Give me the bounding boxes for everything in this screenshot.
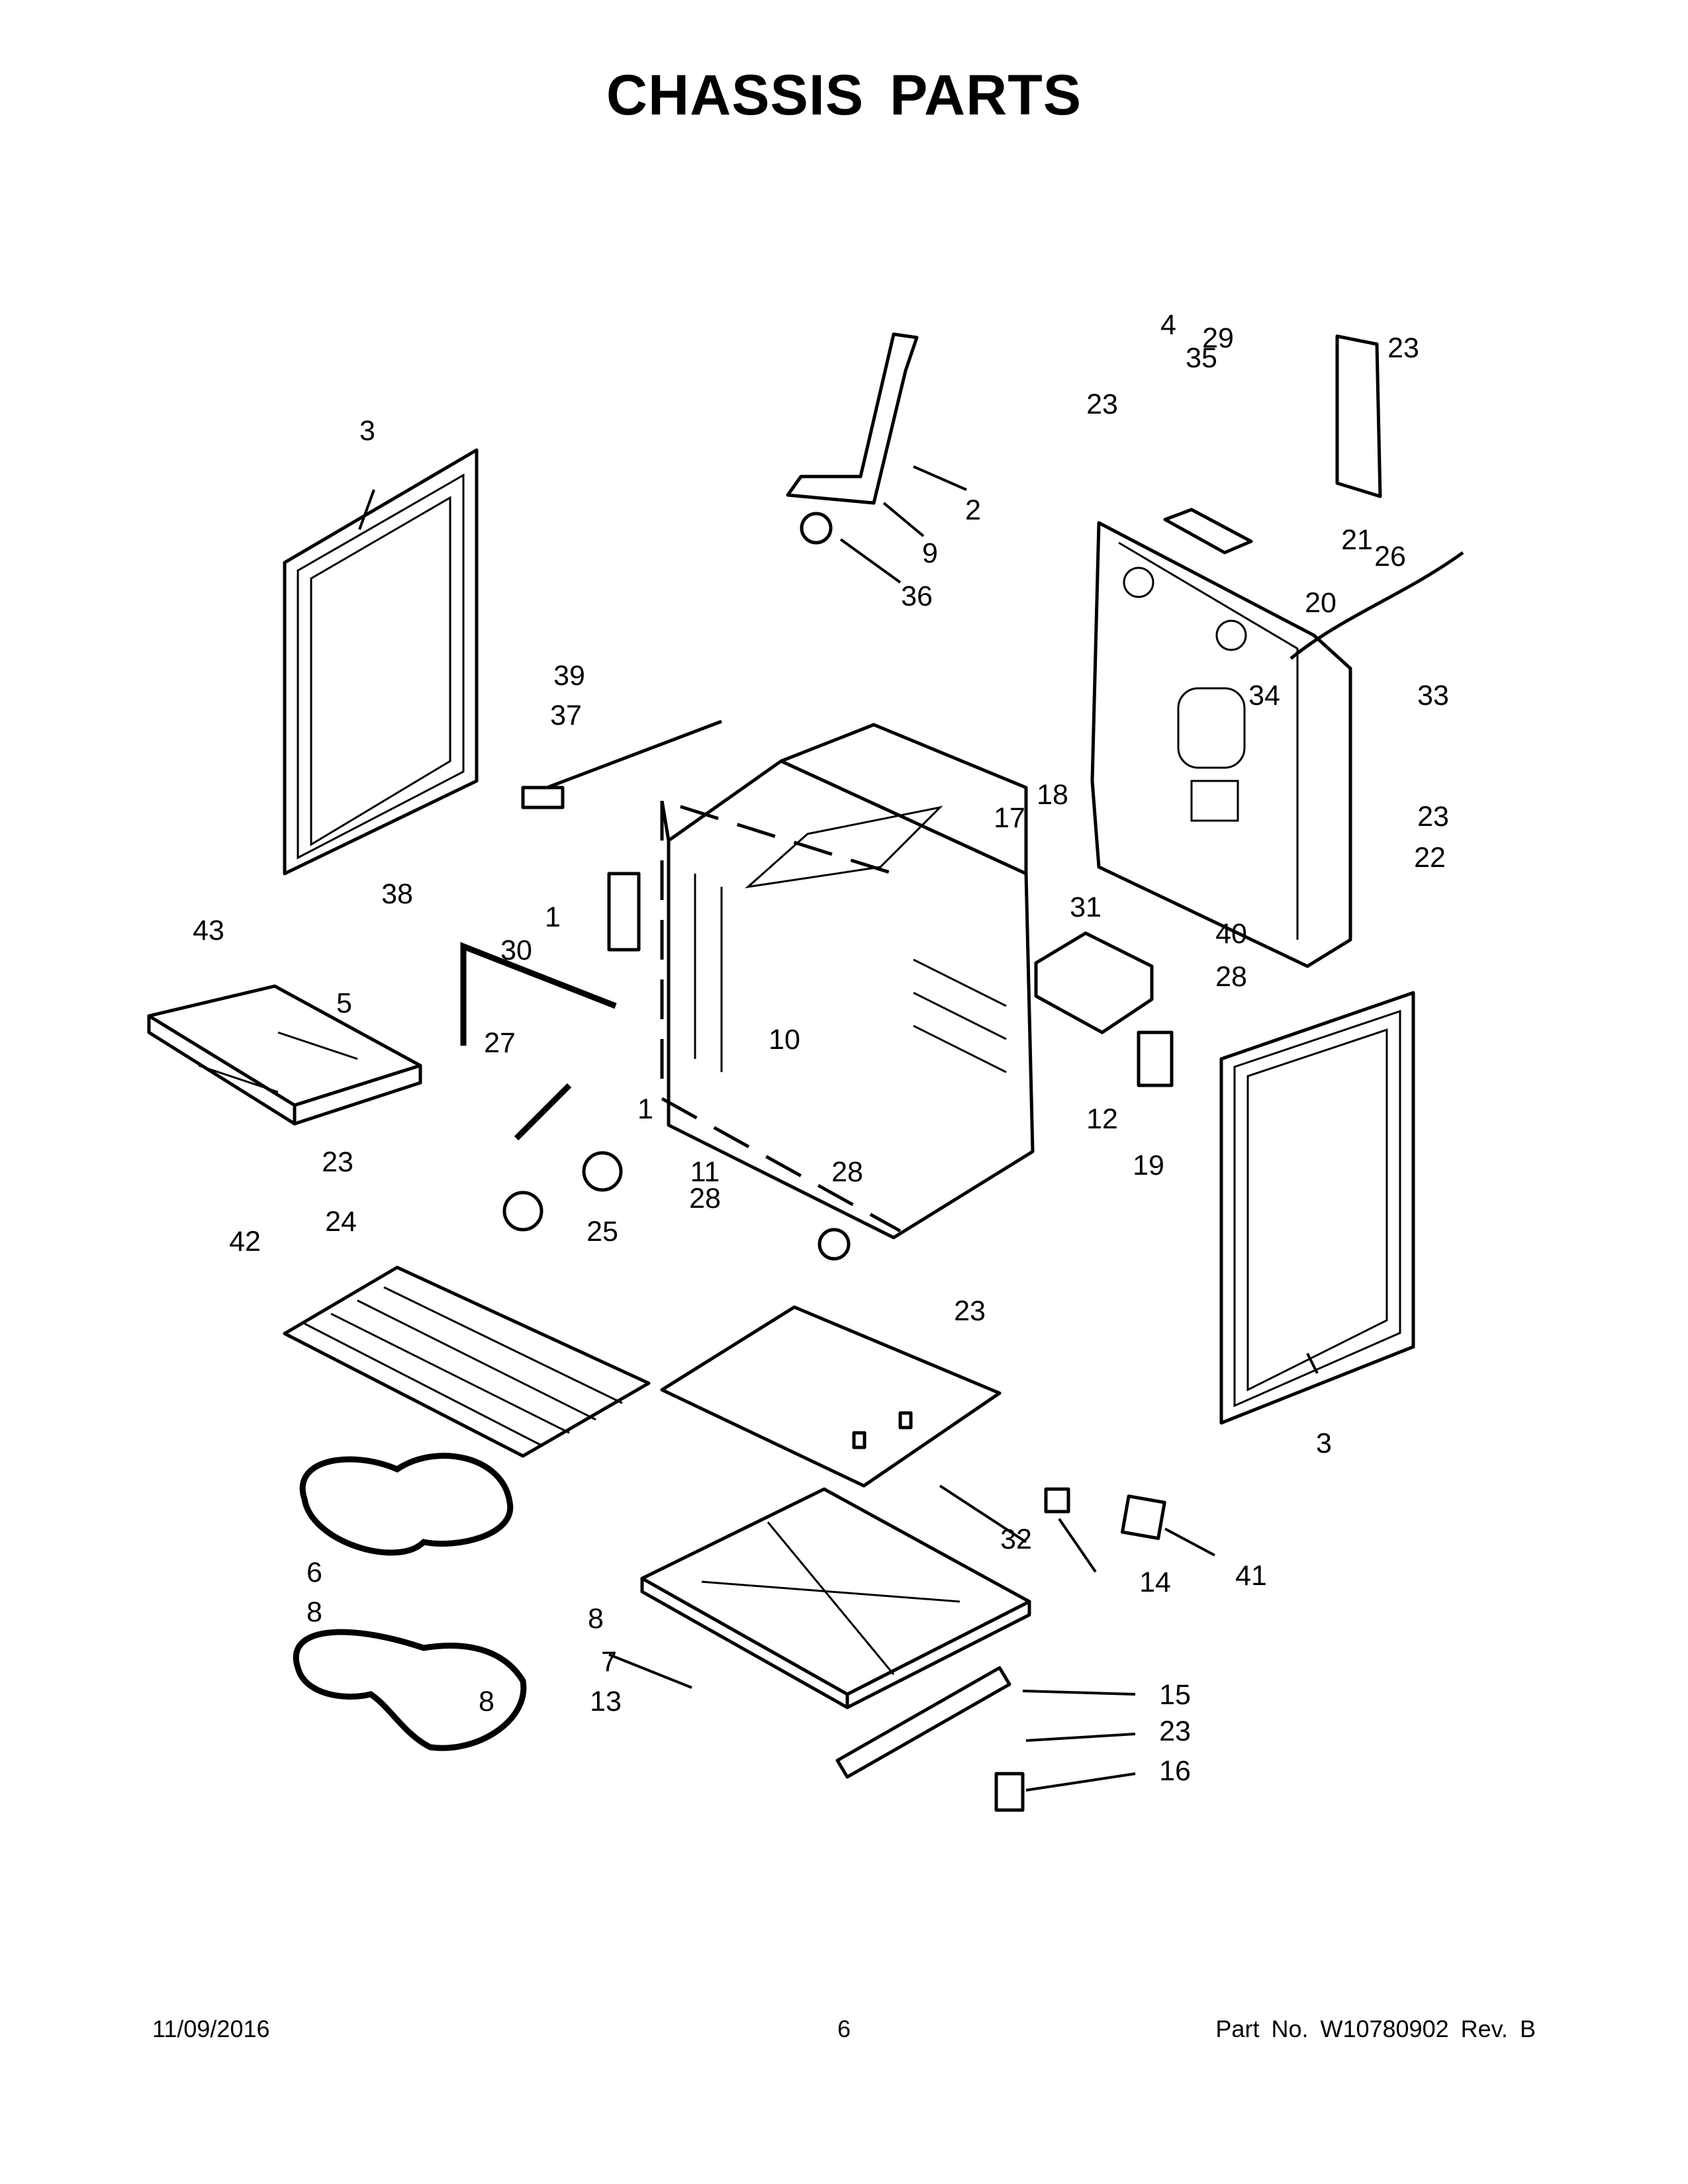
callout-40: 40 bbox=[1215, 918, 1247, 950]
callout-8: 8 bbox=[588, 1603, 604, 1635]
broil-element bbox=[293, 1629, 527, 1751]
callout-25: 25 bbox=[586, 1216, 618, 1248]
door-gasket bbox=[460, 942, 617, 1046]
leveling-rail bbox=[835, 1666, 1011, 1779]
callout-39: 39 bbox=[553, 660, 585, 692]
callout-3: 3 bbox=[359, 415, 375, 447]
callout-7: 7 bbox=[601, 1646, 617, 1678]
oven-sensor-39 bbox=[529, 719, 722, 796]
callout-28: 28 bbox=[831, 1156, 863, 1188]
callout-28: 28 bbox=[689, 1183, 721, 1214]
knob-25 bbox=[582, 1151, 623, 1192]
power-cord bbox=[1289, 551, 1464, 660]
switch-19 bbox=[1137, 1030, 1174, 1087]
callout-22: 22 bbox=[1414, 842, 1446, 874]
rear-panel bbox=[1090, 521, 1352, 968]
callout-34: 34 bbox=[1248, 680, 1280, 711]
oven-bottom-pan bbox=[640, 1487, 1031, 1709]
callout-38: 38 bbox=[381, 878, 413, 910]
callout-3: 3 bbox=[1316, 1428, 1332, 1459]
oven-cavity bbox=[659, 723, 1035, 1240]
callout-17: 17 bbox=[994, 802, 1025, 834]
callout-24: 24 bbox=[325, 1206, 357, 1238]
clip-14 bbox=[1044, 1487, 1070, 1514]
bottom-panel bbox=[660, 1305, 1002, 1488]
callout-43: 43 bbox=[193, 915, 224, 946]
callout-20: 20 bbox=[1305, 587, 1336, 619]
callout-35: 35 bbox=[1186, 342, 1217, 374]
callout-21: 21 bbox=[1341, 524, 1373, 556]
callout-26: 26 bbox=[1374, 541, 1406, 572]
callout-23: 23 bbox=[1159, 1715, 1191, 1747]
callout-13: 13 bbox=[590, 1686, 622, 1717]
gasket-41 bbox=[1121, 1494, 1166, 1540]
callout-23: 23 bbox=[954, 1295, 986, 1327]
callout-9: 9 bbox=[922, 537, 938, 569]
callout-27: 27 bbox=[484, 1027, 516, 1059]
callout-37: 37 bbox=[550, 700, 582, 731]
leveling-leg bbox=[994, 1772, 1025, 1812]
callout-2: 2 bbox=[965, 494, 981, 526]
callout-16: 16 bbox=[1159, 1755, 1191, 1787]
callout-4: 4 bbox=[1160, 309, 1176, 341]
hinge-1 bbox=[607, 872, 641, 952]
callout-11: 11 bbox=[690, 1156, 720, 1188]
bracket-29 bbox=[1335, 334, 1382, 498]
callout-8: 8 bbox=[479, 1686, 494, 1717]
bake-element bbox=[299, 1453, 514, 1556]
callout-1: 1 bbox=[545, 901, 561, 933]
callout-23: 23 bbox=[322, 1146, 353, 1178]
callout-6: 6 bbox=[306, 1557, 322, 1588]
callout-15: 15 bbox=[1159, 1679, 1191, 1711]
knob-25b bbox=[502, 1191, 543, 1232]
callout-23: 23 bbox=[1086, 388, 1118, 420]
callout-23: 23 bbox=[1417, 801, 1449, 833]
side-panel-right bbox=[1219, 991, 1415, 1425]
callout-1: 1 bbox=[637, 1093, 653, 1125]
footer-date: 11/09/2016 bbox=[152, 2015, 270, 2042]
side-panel-left bbox=[283, 448, 479, 876]
callout-36: 36 bbox=[901, 580, 933, 612]
callout-31: 31 bbox=[1070, 891, 1102, 923]
terminal-block bbox=[1163, 508, 1253, 555]
callout-29: 29 bbox=[1202, 322, 1234, 354]
callout-30: 30 bbox=[500, 934, 532, 966]
callout-32: 32 bbox=[1000, 1524, 1032, 1555]
oven-rack bbox=[283, 1265, 651, 1458]
callout-8: 8 bbox=[306, 1596, 322, 1628]
oven-control-bracket bbox=[1034, 931, 1154, 1034]
callout-28: 28 bbox=[1215, 961, 1247, 993]
footer-part-number: Part No. W10780902 Rev. B bbox=[1215, 2015, 1536, 2042]
page-title: CHASSIS PARTS bbox=[606, 64, 1082, 127]
callout-12: 12 bbox=[1086, 1103, 1118, 1135]
thermostat-27 bbox=[514, 1083, 572, 1141]
leader-lines bbox=[358, 465, 1319, 1792]
element-connector-11 bbox=[818, 1228, 851, 1261]
callout-14: 14 bbox=[1139, 1567, 1171, 1598]
footer-page-number: 6 bbox=[837, 2015, 851, 2042]
grommet bbox=[800, 512, 833, 545]
callout-23: 23 bbox=[1387, 332, 1419, 364]
callout-5: 5 bbox=[336, 987, 352, 1019]
callout-18: 18 bbox=[1037, 779, 1068, 811]
callout-10: 10 bbox=[769, 1024, 800, 1056]
callout-19: 19 bbox=[1133, 1150, 1164, 1181]
gusset bbox=[786, 332, 919, 505]
broiler-tray bbox=[147, 984, 422, 1126]
callout-42: 42 bbox=[229, 1226, 261, 1257]
latch-37 bbox=[521, 786, 565, 809]
callout-33: 33 bbox=[1417, 680, 1449, 711]
callout-41: 41 bbox=[1235, 1560, 1267, 1592]
